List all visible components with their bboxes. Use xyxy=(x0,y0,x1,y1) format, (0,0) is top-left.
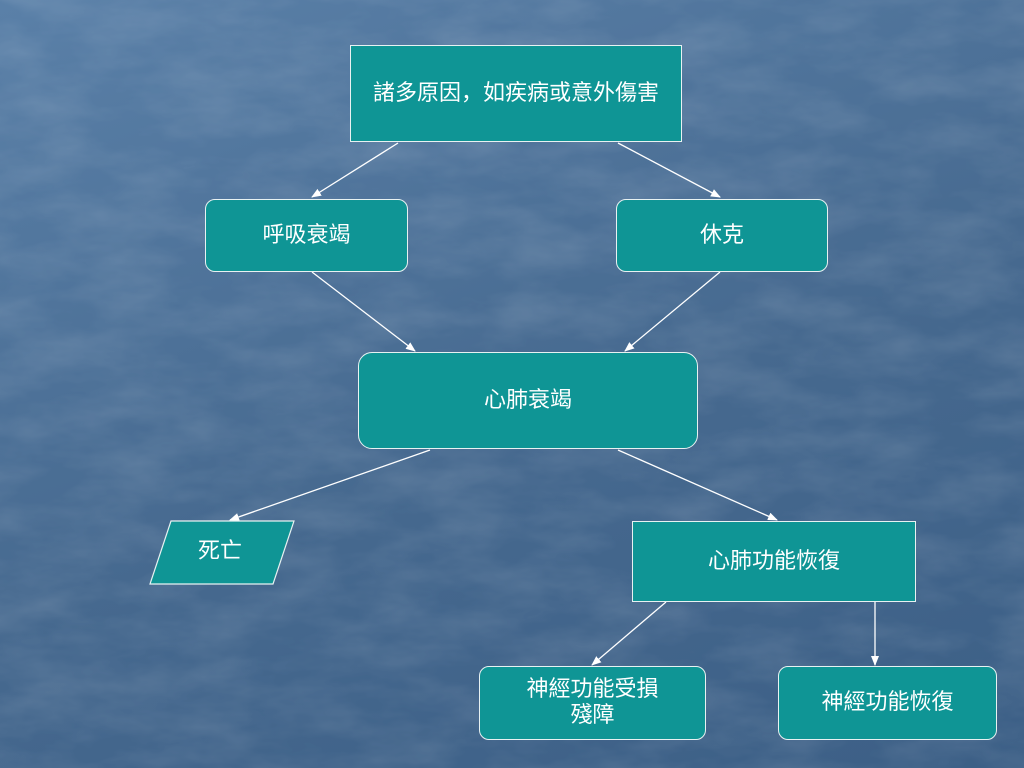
parallelogram-shape xyxy=(149,520,295,585)
node-respiratory-failure-label: 呼吸衰竭 xyxy=(262,222,351,248)
node-cardiopulmonary-failure: 心肺衰竭 xyxy=(358,352,698,449)
node-cause: 諸多原因，如疾病或意外傷害 xyxy=(350,45,682,142)
node-respiratory-failure: 呼吸衰竭 xyxy=(205,199,408,272)
node-death: 死亡 xyxy=(149,520,295,585)
node-cardiopulmonary-recovery: 心肺功能恢復 xyxy=(632,521,916,602)
node-cause-label: 諸多原因，如疾病或意外傷害 xyxy=(372,80,659,106)
node-cardiopulmonary-failure-label: 心肺衰竭 xyxy=(483,387,572,413)
arrow-cause-to-shock xyxy=(617,142,721,198)
arrow-cardiopulmonary-to-recovery xyxy=(617,449,778,521)
node-neuro-damage: 神經功能受損 殘障 xyxy=(479,666,706,740)
node-neuro-recovery: 神經功能恢復 xyxy=(778,666,997,740)
node-cardiopulmonary-recovery-label: 心肺功能恢復 xyxy=(707,548,840,574)
arrow-cause-to-respiratory xyxy=(311,142,399,198)
arrow-cardiopulmonary-to-death xyxy=(229,449,431,521)
arrow-respiratory-to-cardiopulmonary xyxy=(311,271,416,352)
arrow-recovery-to-neuro-damage xyxy=(591,601,667,666)
node-death-label: 死亡 xyxy=(197,538,242,564)
arrow-shock-to-cardiopulmonary xyxy=(624,271,721,352)
node-shock-label: 休克 xyxy=(699,222,744,248)
node-neuro-damage-line2: 殘障 xyxy=(570,703,615,728)
node-shock: 休克 xyxy=(616,199,828,272)
node-neuro-damage-line1: 神經功能受損 xyxy=(526,677,659,702)
node-neuro-recovery-label: 神經功能恢復 xyxy=(821,690,954,715)
